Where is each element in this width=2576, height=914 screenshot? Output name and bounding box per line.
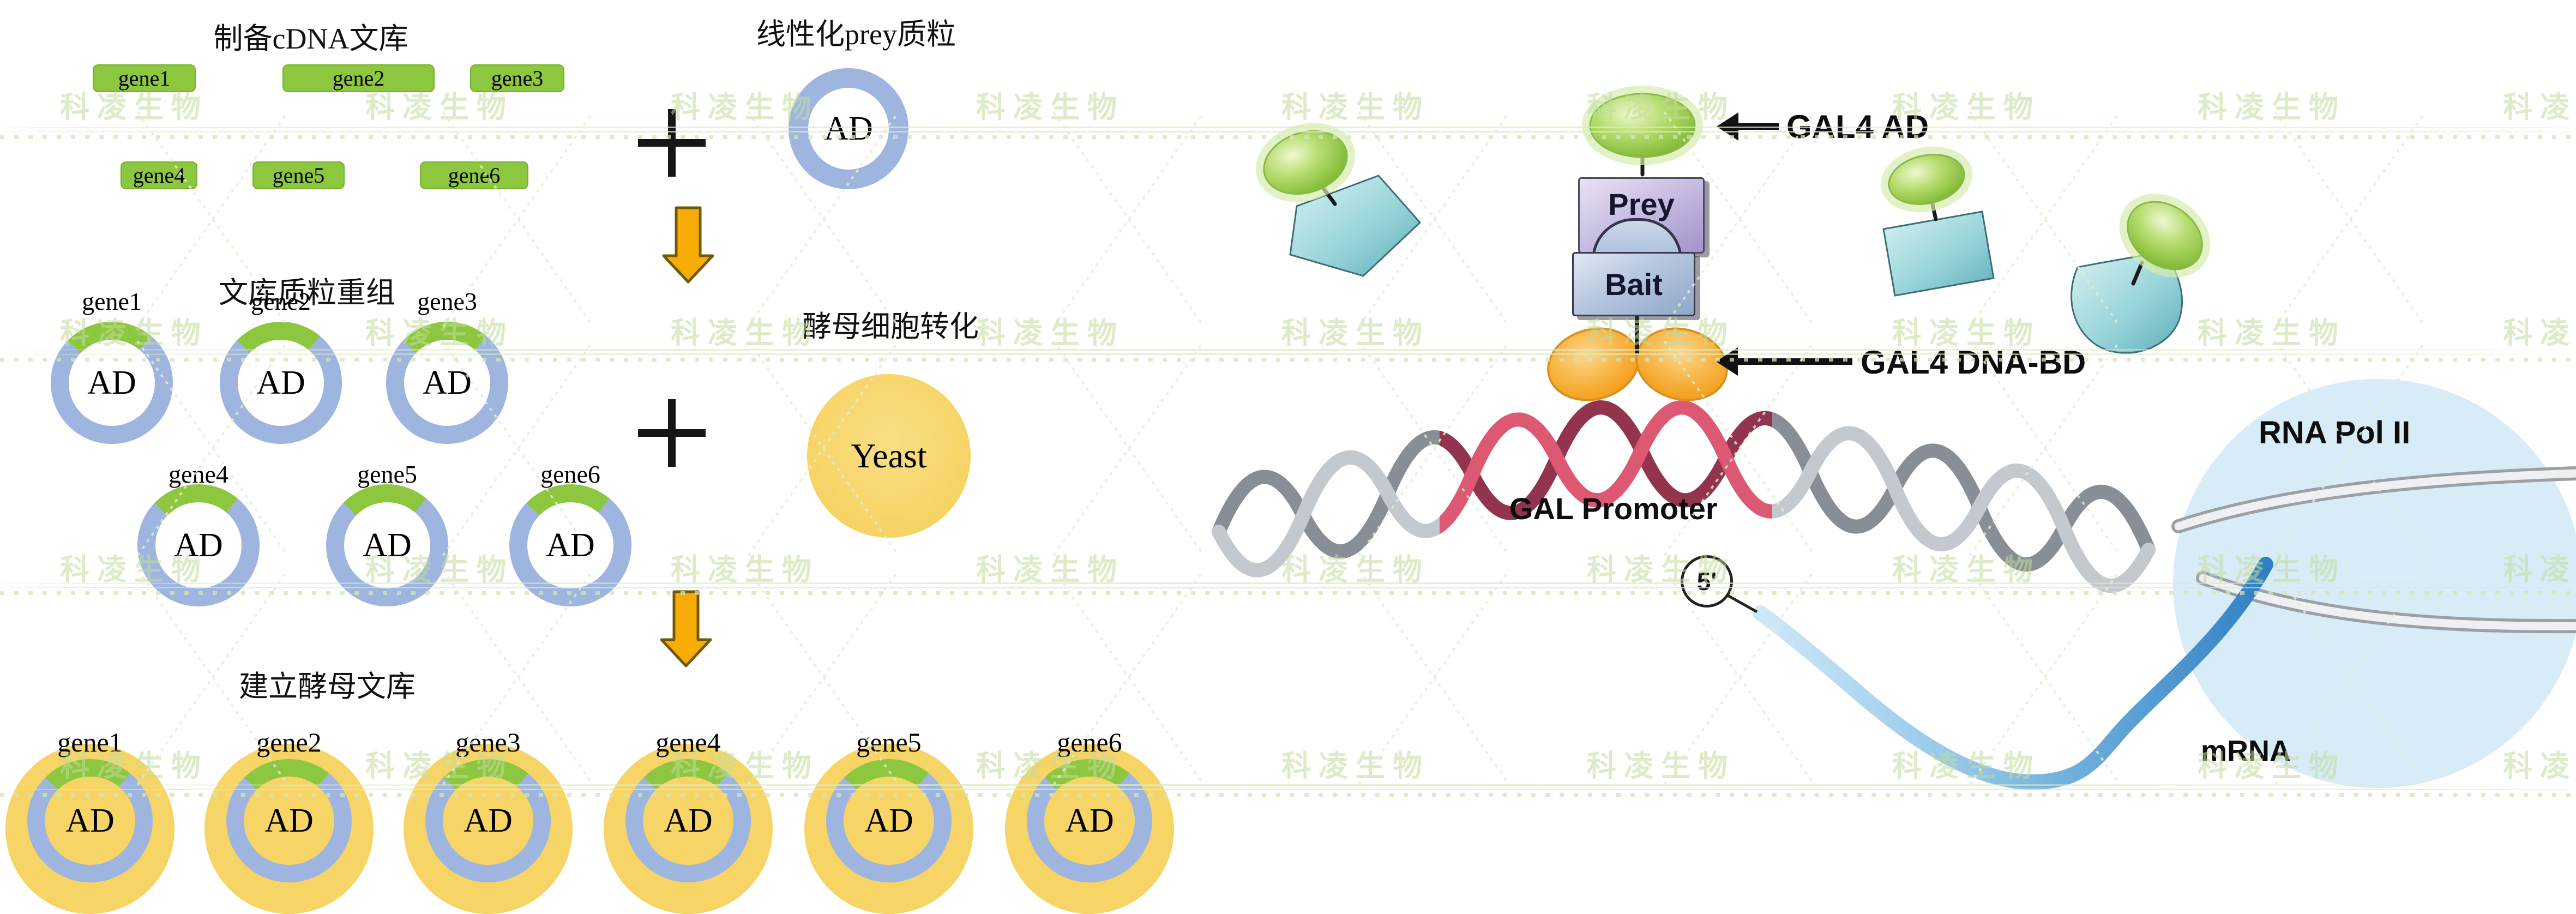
gene-bar-label: gene2 <box>332 66 385 91</box>
yeast-library-title: 建立酵母文库 <box>239 670 416 703</box>
ad-label: AD <box>256 364 305 401</box>
ad-label: AD <box>546 526 595 564</box>
ad-plasmid-ring: AD <box>1027 759 1152 882</box>
prey-protein-square <box>1882 211 1995 297</box>
cell-gene-label: gene2 <box>256 727 322 757</box>
plus-icon <box>668 399 676 467</box>
gene-bar-label: gene5 <box>272 163 325 188</box>
gene-bar: gene6 <box>420 161 528 189</box>
ad-plasmid-ring: AD <box>509 484 631 606</box>
cell-gene-label: gene6 <box>1057 727 1122 757</box>
ad-label: AD <box>664 802 713 839</box>
ad-label: AD <box>824 110 873 147</box>
bait-box: Bait <box>1572 252 1695 316</box>
arrow-left-line <box>1737 123 1779 130</box>
gal4-diagram-art <box>1212 86 2576 790</box>
gene-bar-label: gene3 <box>491 66 544 91</box>
library-prep-title: 制备cDNA文库 <box>213 22 408 55</box>
gene-bar-label: gene1 <box>118 66 171 91</box>
ad-plasmid-ring: AD <box>386 322 508 444</box>
plasmid-gene-label: gene1 <box>82 287 142 315</box>
cell-gene-label: gene1 <box>57 727 123 757</box>
ad-plasmid-ring: AD <box>220 322 342 444</box>
ad-label: AD <box>363 526 412 564</box>
gal4-dna-bd-label: GAL4 DNA-BD <box>1861 344 2086 381</box>
transformation-title: 酵母细胞转化 <box>802 310 979 343</box>
ad-plasmid-ring: AD <box>625 759 751 882</box>
rna-pol-ii-label: RNA Pol II <box>2259 415 2411 450</box>
ad-plasmid-ring: AD <box>137 484 260 606</box>
ad-plasmid-ring: AD <box>425 759 551 882</box>
gal-promoter-red-segment <box>1440 400 1772 534</box>
ad-plasmid-ring: AD <box>326 484 448 606</box>
arrow-left-line <box>1737 358 1852 365</box>
ad-label: AD <box>1065 802 1114 839</box>
gal-promoter-label: GAL Promoter <box>1509 491 1718 526</box>
ad-plasmid-ring: AD <box>226 759 352 882</box>
cell-gene-label: gene4 <box>655 727 721 757</box>
bait-label: Bait <box>1605 267 1663 302</box>
gene-bar: gene1 <box>93 64 196 92</box>
ad-label: AD <box>87 364 136 401</box>
gene-bar: gene2 <box>282 64 435 92</box>
yeast-cell: Yeast <box>807 374 971 538</box>
prey-plasmid-title: 线性化prey质粒 <box>756 18 956 51</box>
connector-line <box>2131 261 2144 286</box>
five-prime-label: 5' <box>1696 567 1717 596</box>
ad-label: AD <box>423 364 472 401</box>
arrow-left-icon <box>1716 347 1738 376</box>
plasmid-gene-label: gene3 <box>417 287 477 315</box>
ad-label: AD <box>264 802 314 839</box>
prey-plasmid-ring: AD <box>789 68 908 189</box>
five-prime-pointer-line <box>1725 593 1758 614</box>
gene-bar-label: gene6 <box>448 163 501 188</box>
gene-bar: gene3 <box>470 64 564 92</box>
yeast-label: Yeast <box>851 436 927 475</box>
plasmid-gene-label: gene2 <box>251 287 311 315</box>
cell-gene-label: gene3 <box>455 727 521 757</box>
ad-label: AD <box>864 802 913 839</box>
cell-gene-label: gene5 <box>856 727 922 757</box>
arrow-left-icon <box>1717 112 1738 141</box>
down-arrow-icon <box>662 206 714 284</box>
gene-bar: gene4 <box>121 161 197 189</box>
ad-plasmid-ring: AD <box>826 759 952 882</box>
gene-bar: gene5 <box>252 161 345 189</box>
ad-plasmid-ring: AD <box>27 759 153 882</box>
gal4-ad-label: GAL4 AD <box>1786 109 1929 145</box>
five-prime-badge: 5' <box>1681 555 1733 608</box>
figure-canvas: 制备cDNA文库 gene1 gene2 gene3 gene4 gene5 g… <box>0 18 2576 914</box>
plus-icon <box>668 109 676 177</box>
mrna-label: mRNA <box>2201 735 2291 767</box>
gene-bar-label: gene4 <box>133 163 185 188</box>
plasmid-gene-label: gene5 <box>357 460 417 488</box>
ad-label: AD <box>464 802 513 839</box>
ad-plasmid-ring: AD <box>51 322 173 444</box>
ad-label: AD <box>65 802 115 839</box>
down-arrow-icon <box>660 590 712 668</box>
ad-label: AD <box>174 526 223 564</box>
prey-label: Prey <box>1608 187 1675 221</box>
